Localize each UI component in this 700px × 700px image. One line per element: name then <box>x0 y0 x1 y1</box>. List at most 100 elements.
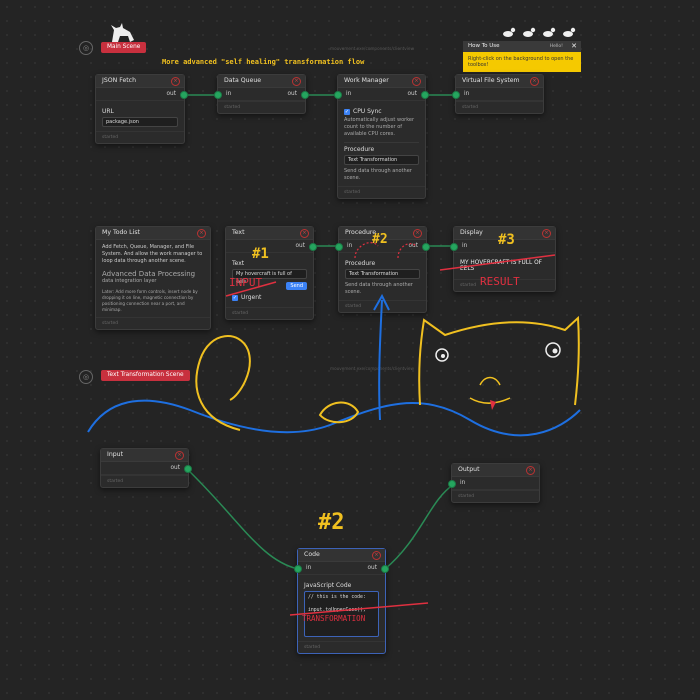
urgent-label: Urgent <box>241 294 262 301</box>
close-icon[interactable]: × <box>175 451 184 460</box>
output-port[interactable] <box>422 243 430 251</box>
input-port[interactable] <box>294 565 302 573</box>
close-icon[interactable]: × <box>413 229 422 238</box>
close-icon[interactable]: × <box>300 229 309 238</box>
work-manager-node[interactable]: Work Manager× in out ✓CPU Sync Automatic… <box>334 74 429 199</box>
status-footer: started <box>456 101 543 113</box>
annotation-n1: #1 <box>252 246 269 262</box>
json-fetch-node[interactable]: JSON Fetch× out URL package.json started <box>95 74 188 144</box>
text-node[interactable]: Text× out Text My hovercraft is full of … <box>225 226 317 320</box>
vfs-header[interactable]: Virtual File System× <box>456 75 543 88</box>
todo-line-2: Later: Add more form controls, insert no… <box>102 289 198 312</box>
port-label-in: in <box>226 91 232 97</box>
scene2-settings-icon[interactable]: ◎ <box>79 370 93 384</box>
output-port[interactable] <box>184 465 192 473</box>
todo-list-node[interactable]: My Todo List× Add Fetch, Queue, Manager,… <box>95 226 211 330</box>
how-to-use-header: How To Use Hello! ✕ <box>463 41 581 52</box>
status-footer: started <box>101 475 188 487</box>
close-icon[interactable]: ✕ <box>571 42 577 50</box>
input-port[interactable] <box>450 243 458 251</box>
io-port-row: in out <box>214 88 309 101</box>
link-code-output[interactable] <box>384 484 454 570</box>
text-label: Text <box>232 260 245 267</box>
status-footer: started <box>226 307 313 319</box>
output-port[interactable] <box>301 91 309 99</box>
in-port-row: in <box>450 240 555 253</box>
io-port-row: in out <box>334 88 429 101</box>
procedure-select[interactable]: Text Transformation <box>345 269 420 279</box>
close-icon[interactable]: × <box>542 229 551 238</box>
port-label-out: out <box>407 91 418 97</box>
io-port-row: in out <box>294 562 389 575</box>
node-title: Work Manager <box>344 77 389 84</box>
close-icon[interactable]: × <box>412 77 421 86</box>
scene-settings-icon[interactable]: ◎ <box>79 41 93 55</box>
close-icon[interactable]: × <box>372 551 381 560</box>
out-port-row: out <box>96 88 188 101</box>
cpu-sync-label: CPU Sync <box>353 108 382 115</box>
port-label-in: in <box>306 565 312 571</box>
send-button[interactable]: Send <box>286 282 307 290</box>
work-manager-header[interactable]: Work Manager × <box>338 75 425 88</box>
todo-subheading: data integration layer <box>102 278 157 284</box>
close-icon[interactable]: × <box>197 229 206 238</box>
procedure-label: Procedure <box>344 146 375 153</box>
annotation-transformation: TRANSFORMATION <box>302 614 366 623</box>
annotation-result: RESULT <box>480 275 520 288</box>
display-value: MY HOVERCRAFT IS FULL OF EELS <box>460 260 543 272</box>
close-icon[interactable]: × <box>530 77 539 86</box>
node-title: Display <box>460 229 483 236</box>
node-title: Input <box>107 451 124 458</box>
code-header[interactable]: Code× <box>298 549 385 562</box>
cpu-sync-checkbox[interactable]: ✓ <box>344 108 350 115</box>
port-label: in <box>460 480 466 486</box>
input-port[interactable] <box>335 243 343 251</box>
node-title: My Todo List <box>102 229 140 236</box>
url-label: URL <box>102 108 114 115</box>
input-port[interactable] <box>334 91 342 99</box>
text-header[interactable]: Text× <box>226 227 313 240</box>
data-queue-header[interactable]: Data Queue× <box>218 75 305 88</box>
in-port-row: in <box>448 477 539 490</box>
display-header[interactable]: Display × <box>454 227 555 240</box>
input-port[interactable] <box>452 91 460 99</box>
in-port-row: in <box>452 88 543 101</box>
link-input-code[interactable] <box>185 467 299 570</box>
cpu-sync-row: ✓CPU Sync <box>344 108 419 115</box>
virtual-file-system-node[interactable]: Virtual File System× in started <box>452 74 544 114</box>
output-port[interactable] <box>421 91 429 99</box>
input-header[interactable]: Input × <box>101 449 188 462</box>
output-port[interactable] <box>180 91 188 99</box>
port-label-out: out <box>408 243 419 249</box>
code-line-2: input.toUpperCase(); <box>308 608 366 613</box>
urgent-checkbox[interactable]: ✓ <box>232 294 238 301</box>
output-port[interactable] <box>381 565 389 573</box>
todo-heading: Advanced Data Processing <box>102 270 196 278</box>
procedure-header[interactable]: Procedure × <box>339 227 426 240</box>
input-port[interactable] <box>214 91 222 99</box>
main-scene-button[interactable]: Main Scene <box>101 42 147 53</box>
procedure-description: Send data through another scene. <box>345 282 413 295</box>
json-fetch-header[interactable]: JSON Fetch× <box>96 75 184 88</box>
status-footer: started <box>96 317 210 329</box>
todo-header[interactable]: My Todo List × <box>96 227 210 240</box>
node-title: Procedure <box>345 229 377 236</box>
input-node[interactable]: Input× out started <box>100 448 192 488</box>
input-port[interactable] <box>448 480 456 488</box>
cat-logo-icon <box>111 23 134 42</box>
text-transform-scene-button[interactable]: Text Transformation Scene <box>101 370 190 381</box>
output-port[interactable] <box>309 243 317 251</box>
close-icon[interactable]: × <box>526 466 535 475</box>
procedure-select[interactable]: Text Transformation <box>344 155 419 165</box>
how-to-use-title: How To Use <box>468 43 500 49</box>
port-label: in <box>462 243 468 249</box>
code-node[interactable]: Code× in out JavaScript Code // this is … <box>294 548 389 654</box>
output-header[interactable]: Output× <box>452 464 539 477</box>
data-queue-node[interactable]: Data Queue× in out started <box>214 74 309 114</box>
port-label-in: in <box>346 91 352 97</box>
close-icon[interactable]: × <box>171 77 180 86</box>
urgent-row: ✓Urgent <box>232 294 307 301</box>
close-icon[interactable]: × <box>292 77 301 86</box>
url-input[interactable]: package.json <box>102 117 178 127</box>
output-node[interactable]: Output× in started <box>448 463 540 503</box>
